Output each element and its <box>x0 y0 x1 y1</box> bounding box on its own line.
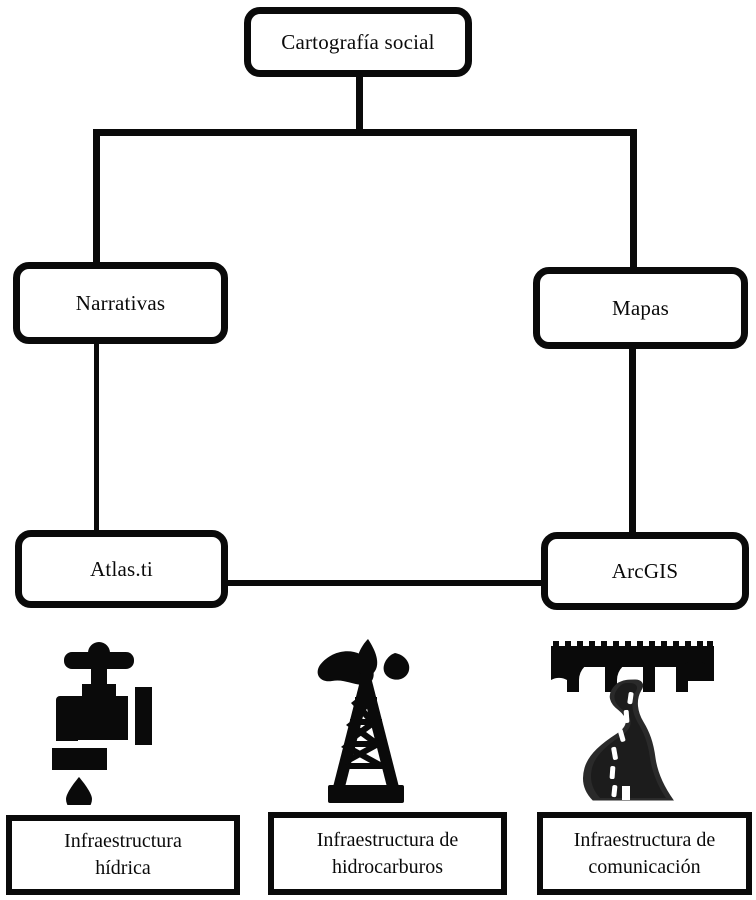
connector-horizontal-split <box>93 129 637 136</box>
node-atlas-ti-label: Atlas.ti <box>90 556 153 581</box>
caption-line-1: Infraestructura de <box>573 828 716 851</box>
node-narrativas-label: Narrativas <box>75 290 166 315</box>
node-arcgis-label: ArcGIS <box>611 558 679 583</box>
oil-derrick-icon <box>300 635 470 810</box>
caption-infraestructura-hidrica[interactable]: Infraestructura hídrica <box>6 815 240 895</box>
caption-infraestructura-hidrocarburos-label: Infraestructura de hidrocarburos <box>309 827 467 881</box>
node-arcgis[interactable]: ArcGIS <box>541 532 749 610</box>
connector-narrativas-to-atlas <box>94 340 99 535</box>
caption-line-1: Infraestructura de <box>316 828 459 851</box>
connector-split-to-mapas <box>630 129 637 272</box>
node-atlas-ti[interactable]: Atlas.ti <box>15 530 228 608</box>
node-cartografia-social-label: Cartografía social <box>281 29 435 54</box>
caption-infraestructura-hidrocarburos[interactable]: Infraestructura de hidrocarburos <box>268 812 507 895</box>
node-mapas[interactable]: Mapas <box>533 267 748 349</box>
connector-root-to-split <box>356 74 363 136</box>
caption-infraestructura-comunicacion[interactable]: Infraestructura de comunicación <box>537 812 752 895</box>
caption-line-2: comunicación <box>588 855 701 878</box>
caption-line-1: Infraestructura <box>64 830 182 852</box>
connector-atlas-to-arcgis <box>226 580 544 586</box>
node-cartografia-social[interactable]: Cartografía social <box>244 7 472 77</box>
node-narrativas[interactable]: Narrativas <box>13 262 228 344</box>
faucet-water-drop-icon <box>38 640 198 805</box>
node-mapas-label: Mapas <box>612 295 669 320</box>
caption-line-2: hídrica <box>95 857 151 879</box>
connector-mapas-to-arcgis <box>629 345 636 537</box>
caption-line-2: hidrocarburos <box>331 855 444 878</box>
caption-infraestructura-comunicacion-label: Infraestructura de comunicación <box>566 827 724 881</box>
road-bridge-icon <box>545 640 720 808</box>
connector-split-to-narrativas <box>93 129 100 267</box>
caption-infraestructura-hidrica-label: Infraestructura hídrica <box>56 828 190 882</box>
